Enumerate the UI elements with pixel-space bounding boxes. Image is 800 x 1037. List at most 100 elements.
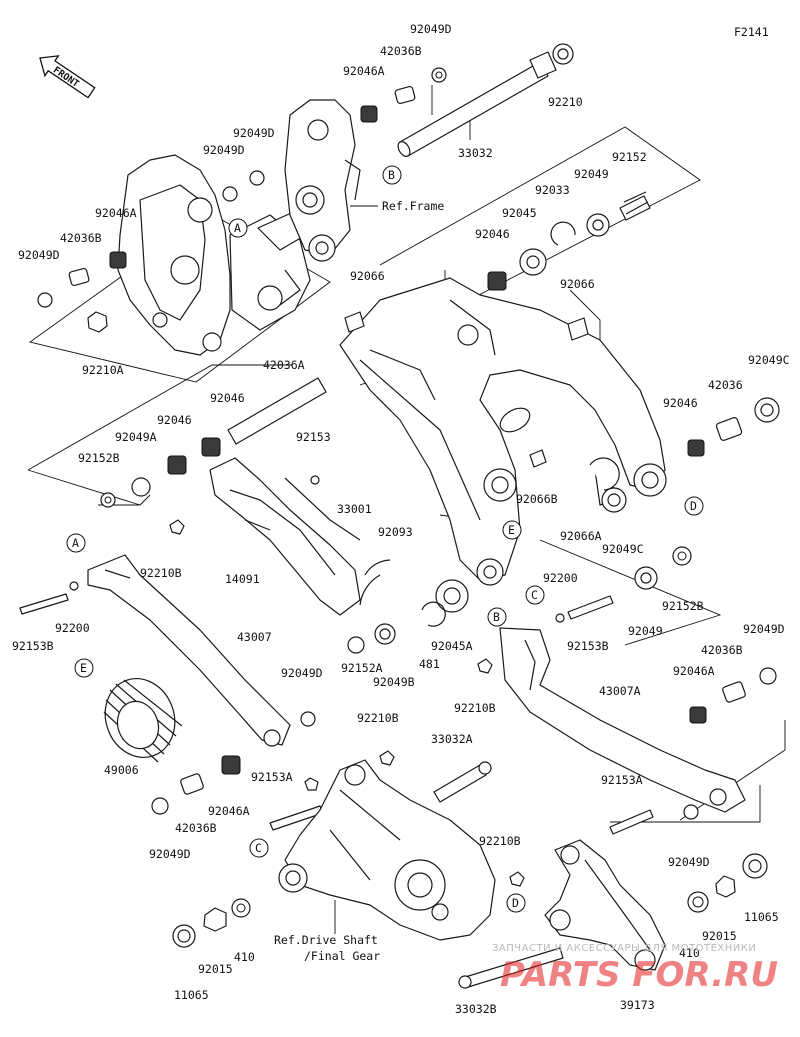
bolts [19,519,654,887]
callout-a-label: A [234,221,241,235]
part-label-92066a: 92066A [560,529,602,543]
lower-left-nuts [172,898,251,948]
part-label-42036: 42036 [708,378,743,392]
part-label-42036b: 42036B [380,44,422,58]
part-label-42036b: 42036B [701,643,743,657]
callout-a-label: A [72,536,79,550]
axle-33032A [433,761,492,803]
part-label-92045a: 92045A [431,639,473,653]
watermark-subtitle: ЗАПЧАСТИ И АКСЕССУАРЫ ДЛЯ МОТОТЕХНИКИ [492,943,756,954]
part-label-92015: 92015 [702,929,737,943]
part-label-33001: 33001 [337,502,372,516]
part-label-92049d: 92049D [281,666,323,680]
part-label-410: 410 [679,946,700,960]
part-label-92200: 92200 [543,571,578,585]
part-label-92046: 92046 [210,391,245,405]
rubber-boot-49006 [103,678,183,763]
callout-b-2: B [487,607,507,627]
ref-drive-shaft-note: Ref.Drive Shaft [274,933,378,947]
part-label-92210a: 92210A [82,363,124,377]
callout-markers: A B E C D A B E C D [66,165,704,913]
part-label-11065: 11065 [744,910,779,924]
tie-rod-43007 [87,554,291,747]
left-lower-hardware [151,711,316,815]
part-label-92049: 92049 [574,167,609,181]
part-label-92153: 92153 [296,430,331,444]
part-label-92152: 92152 [612,150,647,164]
part-label-92049d: 92049D [743,622,785,636]
part-label-92046: 92046 [475,227,510,241]
part-label-92066: 92066 [560,277,595,291]
bolt-33032B [458,947,564,989]
rocker-link-39173 [544,839,666,971]
part-label-92049b: 92049B [373,675,415,689]
part-label-92153a: 92153A [601,773,643,787]
part-label-92015: 92015 [198,962,233,976]
part-label-92045: 92045 [502,206,537,220]
ref-final-gear-note: /Final Gear [304,949,380,963]
part-label-92210b: 92210B [479,834,521,848]
part-label-92046: 92046 [663,396,698,410]
part-label-43007: 43007 [237,630,272,644]
part-label-92152b: 92152B [78,451,120,465]
part-label-92049a: 92049A [115,430,157,444]
part-label-92046a: 92046A [208,804,250,818]
part-label-92049d: 92049D [149,847,191,861]
chain-guard-14091 [209,457,391,616]
callout-e-2: E [74,658,94,678]
part-label-33032: 33032 [458,146,493,160]
part-number-labels: 92049D42036B92046A922103303292049D92049D… [12,22,790,1016]
frame-bracket [117,154,341,356]
part-label-92049c: 92049C [602,542,644,556]
right-lower-hardware [683,667,777,913]
callout-d-label: D [690,499,697,513]
callout-c-1: C [525,585,545,605]
part-label-92093: 92093 [378,525,413,539]
upper-hardware [37,67,447,333]
tie-rod-43007A [499,627,746,813]
front-arrow-icon: FRONT [39,55,96,99]
caps-92066 [344,311,589,468]
part-label-39173: 39173 [620,998,655,1012]
part-label-92049d: 92049D [18,248,60,262]
part-label-92046a: 92046A [343,64,385,78]
callout-c-label: C [255,841,262,855]
pivot-axle-33032 [397,43,574,157]
part-label-92153a: 92153A [251,770,293,784]
callout-c-label: C [531,588,538,602]
part-label-92153b: 92153B [567,639,609,653]
part-label-92049: 92049 [628,624,663,638]
callout-d-label: D [512,896,519,910]
part-label-92033: 92033 [535,183,570,197]
center-bearings [347,546,692,654]
part-label-92210b: 92210B [454,701,496,715]
part-label-42036b: 42036B [60,231,102,245]
watermark-logo: PARTS FOR.RU [500,955,778,995]
callout-b-1: B [382,165,402,185]
callout-b-label: B [388,168,395,182]
part-label-42036b: 42036B [175,821,217,835]
callout-e-label: E [508,523,515,537]
part-label-92210: 92210 [548,95,583,109]
part-label-33032b: 33032B [455,1002,497,1016]
left-pivot-hardware [100,377,327,508]
part-label-49006: 49006 [104,763,139,777]
part-label-92200: 92200 [55,621,90,635]
part-label-11065: 11065 [174,988,209,1002]
part-label-43007a: 43007A [599,684,641,698]
part-label-92152a: 92152A [341,661,383,675]
part-label-92046: 92046 [157,413,192,427]
part-label-14091: 14091 [225,572,260,586]
callout-a-2: A [66,533,86,553]
part-label-92049d: 92049D [668,855,710,869]
frame-mount [284,99,361,262]
callout-c-2: C [249,838,269,858]
part-label-92210b: 92210B [140,566,182,580]
part-label-92210b: 92210B [357,711,399,725]
callout-e-label: E [80,661,87,675]
part-label-92046a: 92046A [673,664,715,678]
swingarm-bearing-group [487,191,651,291]
right-pivot-hardware [589,397,780,513]
